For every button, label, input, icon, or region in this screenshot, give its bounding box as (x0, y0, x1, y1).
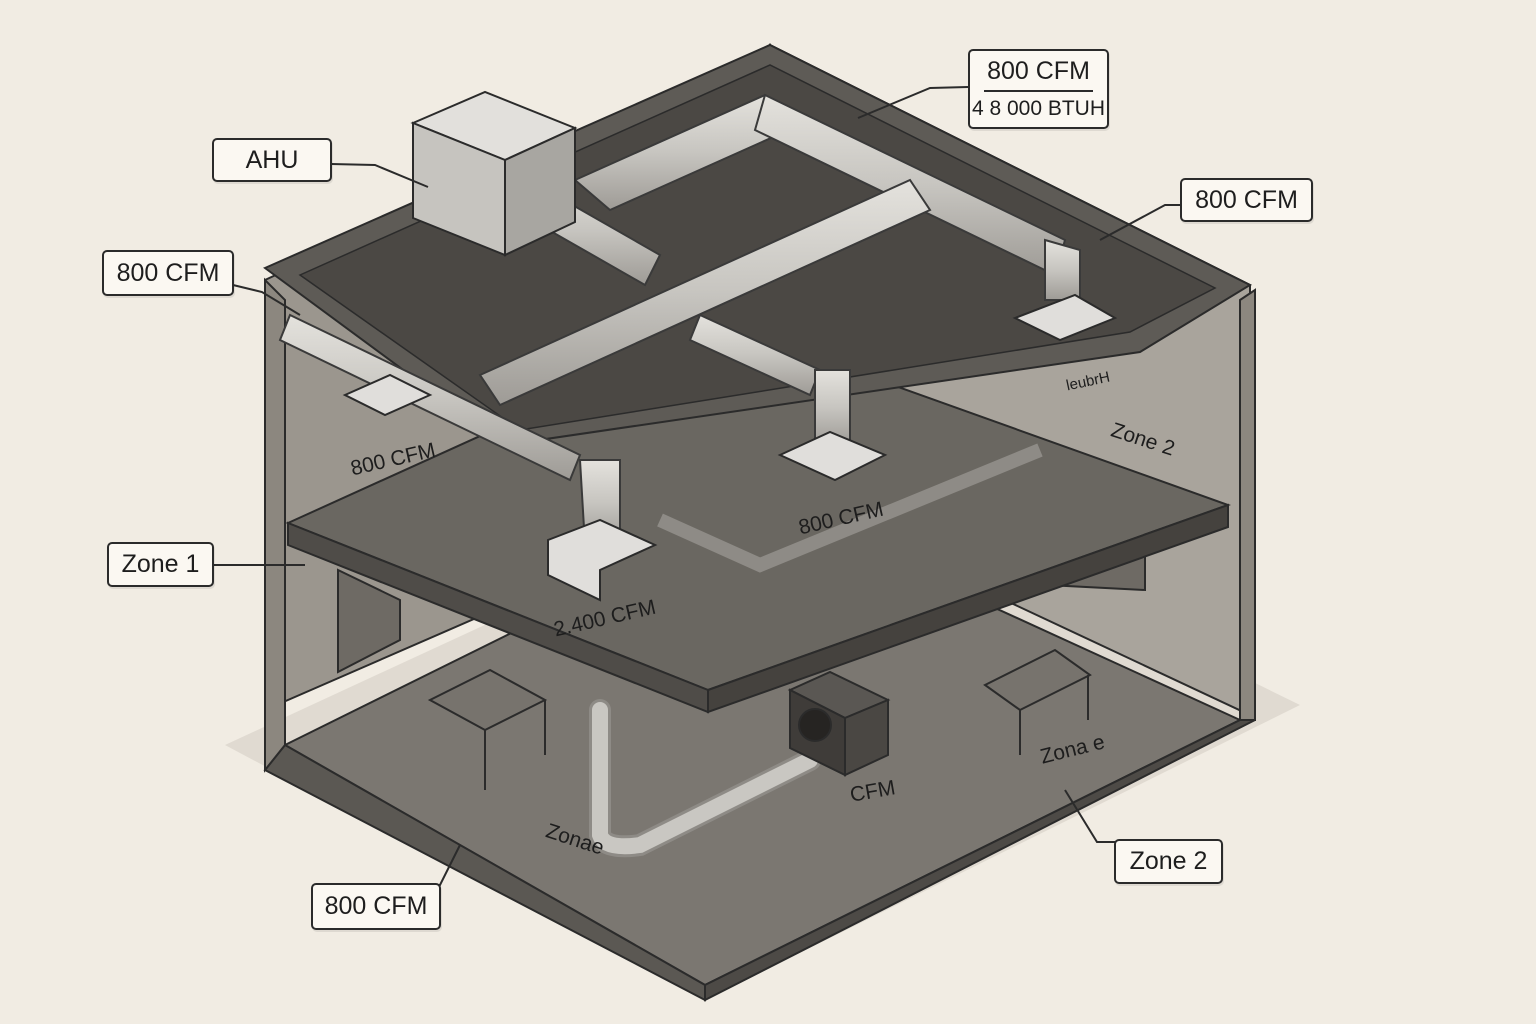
return-grille (547, 518, 658, 602)
leader-ahu (330, 163, 429, 188)
callout-main-supply: 800 CFM 4 8 000 BTUH (968, 49, 1109, 129)
duct-branch-mid (688, 313, 822, 397)
callout-ahu-text: AHU (245, 145, 299, 174)
callout-left-upper-text: 800 CFM (116, 258, 220, 287)
floor-unit-side (844, 698, 889, 777)
callout-ahu: AHU (212, 138, 332, 182)
duct-branch-left (278, 313, 582, 482)
diffusers (342, 293, 1118, 602)
furniture (427, 648, 1092, 790)
ahu-side (504, 126, 576, 257)
front-wall-right (1239, 288, 1256, 721)
leader-zone2-bottom (1064, 789, 1115, 843)
floor-unit (787, 670, 891, 777)
callout-right-upper-text: 800 CFM (1195, 185, 1298, 214)
diffuser-upper-right (1012, 293, 1118, 342)
table-right (983, 648, 1092, 712)
callout-main-cfm-text: 800 CFM (983, 59, 1094, 92)
ahu-unit (410, 90, 578, 257)
diffuser-upper-left (342, 373, 433, 417)
callout-zone1: Zone 1 (107, 542, 214, 587)
callout-zone2-bottom: Zone 2 (1114, 839, 1223, 884)
leader-main-cfm (857, 86, 969, 119)
diffuser-mid (777, 430, 888, 482)
window-left (337, 568, 401, 674)
duct-drop-right (1044, 238, 1081, 301)
supply-duct-network (278, 93, 1081, 546)
floor-unit-fan (798, 708, 832, 742)
callout-bottom-cfm-text: 800 CFM (324, 892, 428, 920)
callout-bottom-cfm: 800 CFM (311, 883, 441, 930)
callout-left-upper: 800 CFM (102, 250, 234, 296)
mid-floor-slab-edge-right (707, 503, 1229, 714)
leader-right-upper (1099, 204, 1180, 241)
supply-duct-lower (657, 443, 1043, 573)
callout-zone1-text: Zone 1 (121, 550, 200, 578)
callout-main-btuh-text: 4 8 000 BTUH (971, 97, 1106, 120)
leader-left-upper (232, 284, 301, 316)
callout-zone2-bottom-text: Zone 2 (1129, 847, 1208, 875)
front-wall-left (264, 277, 286, 773)
return-duct-outline (592, 702, 818, 855)
duct-cross (478, 178, 932, 407)
roof-inner (298, 64, 1217, 431)
callout-right-upper: 800 CFM (1180, 178, 1313, 222)
